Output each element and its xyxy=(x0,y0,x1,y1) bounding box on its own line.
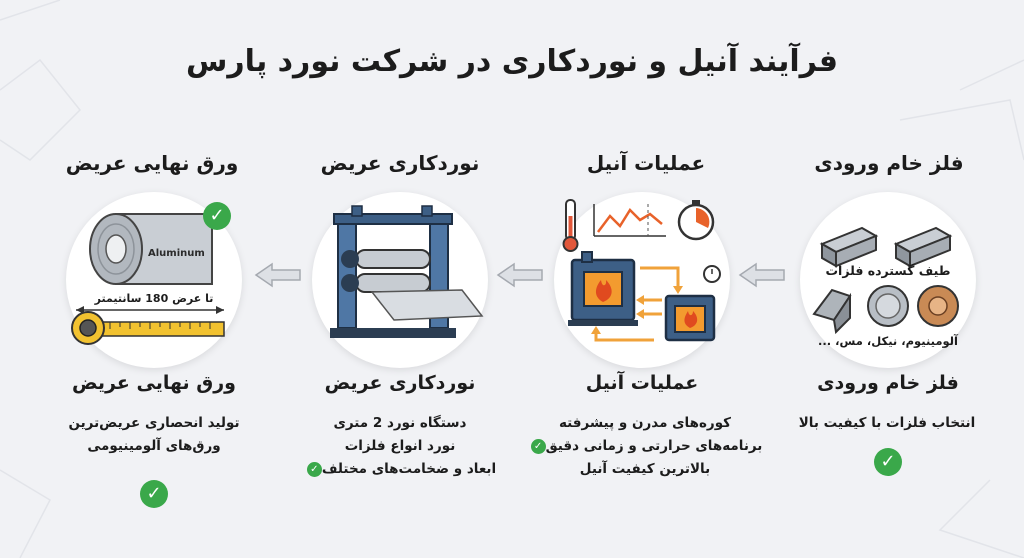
rolling-circle xyxy=(312,192,488,368)
description-line: انتخاب فلزات با کیفیت بالا xyxy=(798,415,976,431)
stage-subtitle-final-sheet: ورق نهایی عریض xyxy=(72,372,236,394)
metals-list-caption: آلومینیوم، نیکل، مس، ... xyxy=(818,334,958,348)
final-sheet-description: تولید انحصاری عریض‌ترین ورق‌های آلومینیو… xyxy=(39,412,269,458)
stage-heading-annealing: عملیات آنیل xyxy=(586,151,706,175)
arrow-left-icon xyxy=(738,262,785,288)
page-title: فرآیند آنیل و نوردکاری در شرکت نورد پارس xyxy=(186,44,838,79)
description-line: تولید انحصاری عریض‌ترین xyxy=(68,415,240,431)
furnace-icon xyxy=(562,199,721,342)
description-line: دستگاه نورد 2 متری xyxy=(333,415,467,431)
raw-metal-circle: طیف گسترده فلزات آلومینیوم، نیکل، مس، ..… xyxy=(800,192,976,368)
rolling-description: دستگاه نورد 2 متری نورد انواع فلزات ابعا… xyxy=(285,412,515,481)
description-line: بالاترین کیفیت آنیل xyxy=(579,461,711,477)
stage-heading-rolling: نوردکاری عریض xyxy=(320,151,480,175)
arrow-left-icon xyxy=(496,262,543,288)
raw-metal-description: انتخاب فلزات با کیفیت بالا xyxy=(772,412,1002,435)
width-label: تا عرض 180 سانتیمتر xyxy=(94,292,214,305)
description-line: کوره‌های مدرن و پیشرفته xyxy=(558,415,732,431)
arrow-left-icon xyxy=(254,262,301,288)
annealing-description: کوره‌های مدرن و پیشرفته برنامه‌های حرارت… xyxy=(525,412,765,481)
description-line: ابعاد و ضخامت‌های مختلف xyxy=(321,461,497,477)
aluminum-coil-icon xyxy=(71,213,225,345)
check-icon: ✓ xyxy=(203,202,231,230)
check-icon: ✓ xyxy=(306,461,322,477)
description-line: ورق‌های آلومینیومی xyxy=(87,438,221,454)
stage-heading-raw-metal: فلز خام ورودی xyxy=(814,151,964,175)
stage-subtitle-annealing: عملیات آنیل xyxy=(585,372,699,394)
metals-range-label: طیف گسترده فلزات xyxy=(825,263,951,278)
rolling-mill-icon xyxy=(330,205,484,338)
metal-ingots-icon xyxy=(812,226,959,335)
stage-heading-final-sheet: ورق نهایی عریض xyxy=(65,151,239,175)
check-icon: ✓ xyxy=(530,438,546,454)
stage-subtitle-raw-metal: فلز خام ورودی xyxy=(817,372,959,394)
check-icon: ✓ xyxy=(874,448,902,476)
annealing-circle xyxy=(554,192,730,368)
description-line: نورد انواع فلزات xyxy=(344,438,456,454)
check-icon: ✓ xyxy=(140,480,168,508)
description-line: برنامه‌های حرارتی و زمانی دقیق xyxy=(545,438,763,454)
coil-label: Aluminum xyxy=(148,248,205,259)
stage-subtitle-rolling: نوردکاری عریض xyxy=(324,372,476,394)
